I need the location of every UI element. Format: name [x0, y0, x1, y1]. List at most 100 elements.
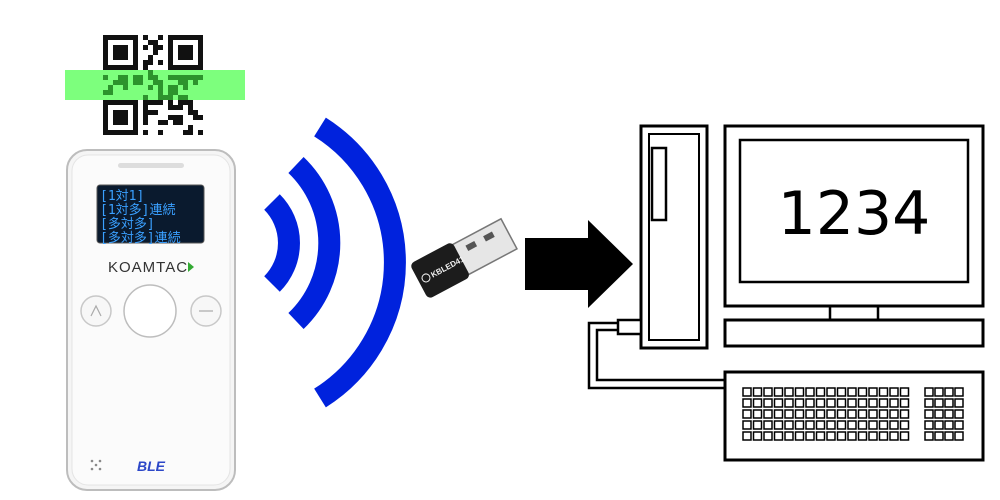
keyboard-key — [742, 409, 752, 419]
qr-module — [123, 115, 128, 120]
qr-module — [118, 65, 123, 70]
qr-module — [193, 80, 198, 85]
keyboard-key — [763, 398, 773, 408]
qr-module — [108, 35, 113, 40]
qr-module — [118, 80, 123, 85]
qr-module — [143, 60, 148, 65]
qr-module — [193, 110, 198, 115]
qr-module — [168, 50, 173, 55]
keyboard-key — [868, 409, 878, 419]
qr-module — [148, 100, 153, 105]
qr-module — [123, 45, 128, 50]
qr-module — [108, 130, 113, 135]
keyboard-key — [934, 431, 944, 441]
qr-module — [198, 130, 203, 135]
qr-module — [153, 75, 158, 80]
keyboard-key — [857, 409, 868, 419]
qr-module — [188, 125, 193, 130]
keyboard-key — [944, 409, 954, 419]
qr-module — [133, 120, 138, 125]
wave-arc-large — [314, 117, 406, 408]
keyboard-key — [924, 409, 934, 419]
qr-module — [133, 80, 138, 85]
qr-module — [173, 85, 178, 90]
qr-module — [113, 110, 118, 115]
arrow-right-icon — [525, 220, 633, 308]
qr-module — [133, 50, 138, 55]
usb-dongle: KBLED41 — [411, 217, 518, 298]
keyboard-key — [924, 398, 934, 408]
wireless-waves-icon — [263, 117, 406, 408]
qr-module — [143, 130, 148, 135]
keyboard-key — [805, 431, 815, 441]
qr-module — [188, 75, 193, 80]
keyboard-cable — [587, 318, 725, 390]
qr-module — [178, 80, 183, 85]
qr-module — [198, 65, 203, 70]
qr-module — [123, 80, 128, 85]
qr-module — [103, 115, 108, 120]
qr-module — [168, 60, 173, 65]
keyboard-key — [805, 409, 815, 419]
qr-module — [128, 100, 133, 105]
keyboard-key — [773, 409, 784, 419]
scanner-right-button[interactable] — [190, 295, 222, 327]
keyboard-key — [899, 398, 910, 408]
qr-module — [103, 45, 108, 50]
monitor-stand — [828, 304, 880, 322]
qr-module — [123, 75, 128, 80]
qr-module — [153, 80, 158, 85]
qr-module — [103, 60, 108, 65]
keyboard-key — [794, 409, 805, 419]
keyboard-key — [878, 431, 889, 441]
keyboard-key — [773, 431, 784, 441]
pc-base — [723, 318, 985, 348]
qr-module — [133, 125, 138, 130]
scanner-scan-button[interactable] — [123, 284, 177, 338]
keyboard-key — [954, 420, 964, 430]
qr-module — [103, 105, 108, 110]
keyboard-key — [826, 420, 836, 430]
qr-module — [123, 65, 128, 70]
keyboard-key — [847, 409, 857, 419]
qr-module — [118, 50, 123, 55]
qr-module — [158, 95, 163, 100]
brand-logo: KOAMTAC — [108, 259, 188, 276]
desktop-computer-icon — [587, 124, 985, 462]
lcd-line-2: [1対多]連続 — [100, 202, 175, 218]
keyboard-key — [934, 420, 944, 430]
qr-module — [133, 115, 138, 120]
lcd-line-1: [1対1] — [100, 189, 144, 204]
keyboard-key — [944, 387, 954, 397]
wave-arc-small — [263, 194, 300, 292]
qr-module — [118, 45, 123, 50]
qr-module — [198, 35, 203, 40]
qr-module — [153, 110, 158, 115]
qr-module — [158, 45, 163, 50]
keyboard-key — [944, 431, 954, 441]
scanner-left-button[interactable] — [80, 295, 112, 327]
qr-module — [178, 55, 183, 60]
qr-module — [188, 130, 193, 135]
qr-module — [178, 120, 183, 125]
qr-module — [133, 60, 138, 65]
keyboard-key — [836, 420, 847, 430]
keyboard-key — [857, 398, 868, 408]
qr-module — [103, 75, 108, 80]
dongle-body — [411, 243, 469, 298]
qr-module — [193, 115, 198, 120]
qr-module — [198, 115, 203, 120]
keyboard-key — [815, 431, 826, 441]
qr-module — [118, 55, 123, 60]
qr-module — [188, 35, 193, 40]
scanner-lcd-screen: [1対1] [1対多]連続 [多対多] [多対多]連続 — [96, 184, 205, 246]
keyboard-key — [944, 420, 954, 430]
qr-module — [183, 45, 188, 50]
keyboard-key — [784, 398, 794, 408]
keyboard-key — [934, 387, 944, 397]
qr-module — [198, 50, 203, 55]
qr-module — [173, 105, 178, 110]
keyboard-key — [784, 431, 794, 441]
keyboard-key — [826, 409, 836, 419]
